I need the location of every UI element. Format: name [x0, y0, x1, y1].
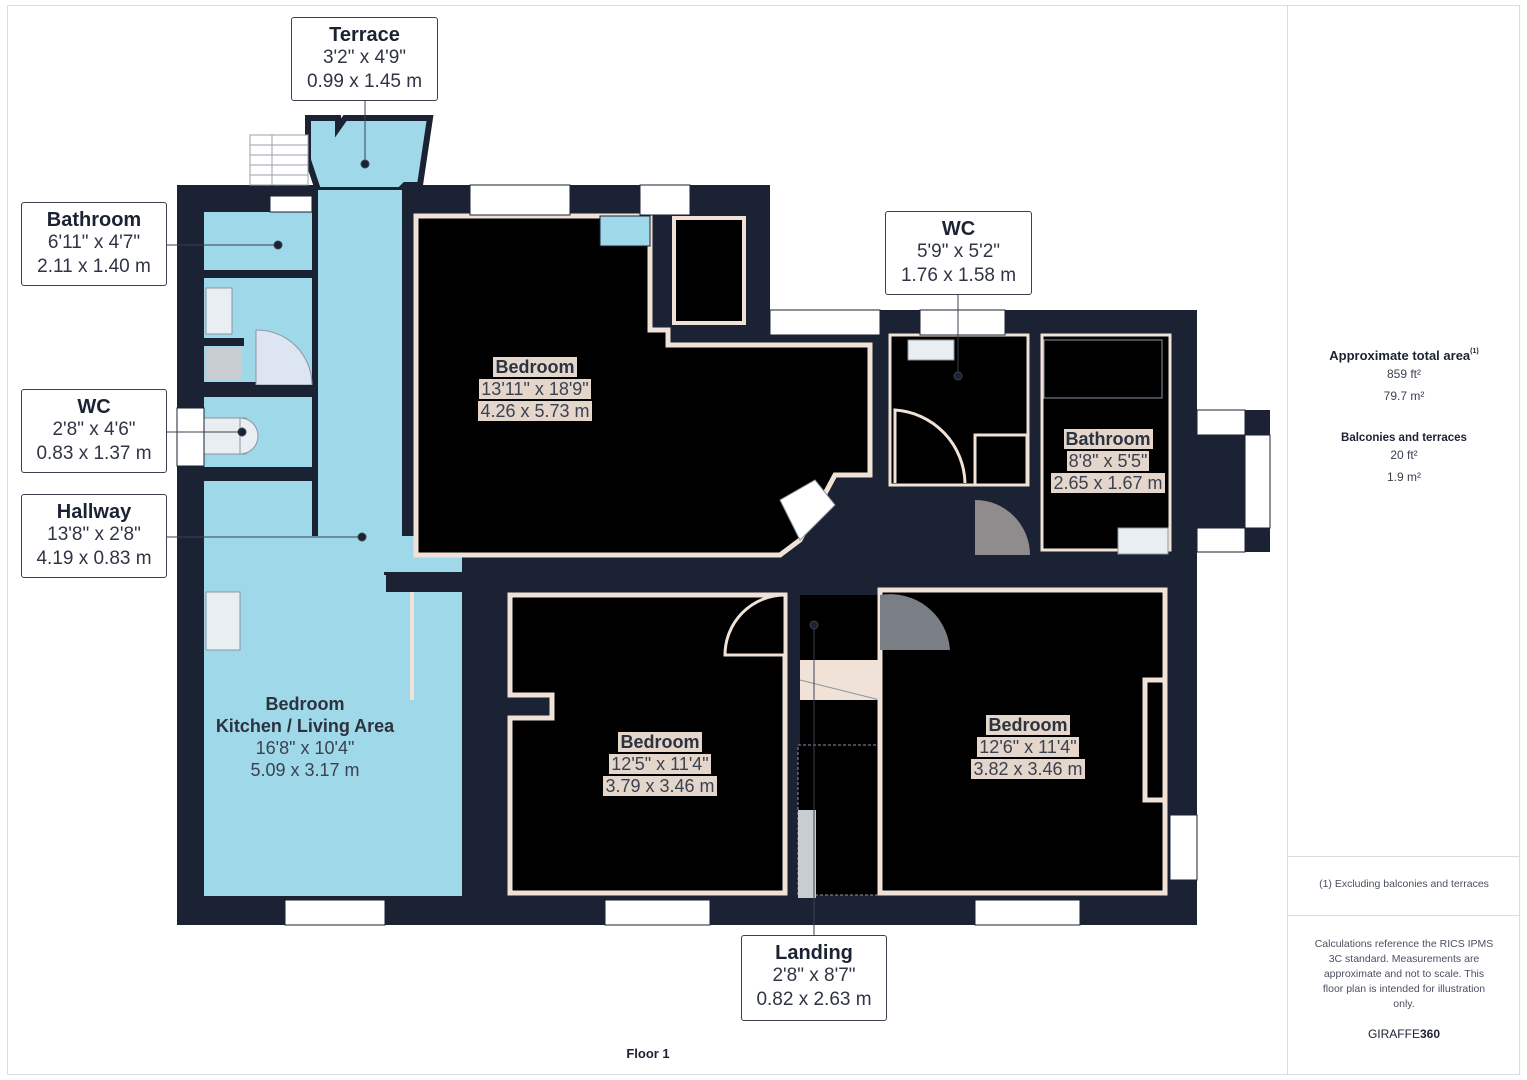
room-kitchen-name1: Bedroom	[265, 694, 345, 714]
callout-wc-left-name: WC	[77, 396, 111, 418]
brand-logo-part-b: 360	[1419, 1027, 1441, 1041]
room-bathroom-right-imperial: 8'8" x 5'5"	[1066, 451, 1150, 471]
room-bedroom-top-name: Bedroom	[493, 357, 577, 377]
room-label-bedroom-top: Bedroom 13'11" x 18'9" 4.26 x 5.73 m	[460, 356, 610, 422]
room-label-bathroom-right: Bathroom 8'8" x 5'5" 2.65 x 1.67 m	[1033, 428, 1183, 494]
room-label-bedroom-right: Bedroom 12'6" x 11'4" 3.82 x 3.46 m	[953, 714, 1103, 780]
callout-wc-left-metric: 0.83 x 1.37 m	[36, 443, 152, 464]
bedroom-top-area	[413, 213, 873, 558]
callout-terrace: Terrace 3'2" x 4'9" 0.99 x 1.45 m	[291, 17, 438, 101]
summary-balconies: Balconies and terraces 20 ft² 1.9 m²	[1288, 432, 1520, 488]
callout-wc-right-name: WC	[941, 218, 976, 240]
floor-label: Floor 1	[626, 1046, 670, 1061]
room-bedroom-right-imperial: 12'6" x 11'4"	[977, 737, 1079, 757]
room-bathroom-right-metric: 2.65 x 1.67 m	[1051, 473, 1165, 493]
external-stairs	[249, 134, 309, 186]
disclaimer: Calculations reference the RICS IPMS 3C …	[1314, 938, 1494, 1010]
terrace-area	[305, 115, 434, 193]
brand-logo: GIRAFFE360	[1288, 1027, 1520, 1041]
brand-logo-part-a: GIRAFFE	[1367, 1027, 1420, 1041]
total-area-note-mark: (1)	[1470, 348, 1479, 355]
summary-total: Approximate total area(1) 859 ft² 79.7 m…	[1288, 348, 1520, 407]
leader-lines	[167, 101, 963, 935]
callout-wc-left-imperial: 2'8" x 4'6"	[52, 419, 136, 440]
plan-frame	[7, 5, 1520, 1075]
room-bedroom-middle-imperial: 12'5" x 11'4"	[609, 754, 711, 774]
room-label-kitchen: Bedroom Kitchen / Living Area 16'8" x 10…	[200, 693, 410, 781]
total-area-ft: 859 ft²	[1386, 367, 1422, 381]
callout-hallway-metric: 4.19 x 0.83 m	[36, 548, 152, 569]
room-bedroom-right-name: Bedroom	[986, 715, 1070, 735]
callout-landing-metric: 0.82 x 2.63 m	[756, 989, 872, 1010]
room-bedroom-top-imperial: 13'11" x 18'9"	[479, 379, 591, 399]
footnote: (1) Excluding balconies and terraces	[1319, 878, 1489, 890]
room-bedroom-middle-metric: 3.79 x 3.46 m	[603, 776, 717, 796]
callout-bathroom-left-imperial: 6'11" x 4'7"	[47, 232, 141, 253]
room-bedroom-top-metric: 4.26 x 5.73 m	[478, 401, 592, 421]
sidebar-divider	[1287, 5, 1288, 1075]
callout-bathroom-left-metric: 2.11 x 1.40 m	[37, 256, 151, 277]
total-area-label: Approximate total area	[1329, 348, 1471, 363]
callout-hallway-imperial: 13'8" x 2'8"	[47, 524, 141, 545]
room-label-bedroom-middle: Bedroom 12'5" x 11'4" 3.79 x 3.46 m	[585, 731, 735, 797]
callout-landing: Landing 2'8" x 8'7" 0.82 x 2.63 m	[741, 935, 887, 1021]
room-kitchen-metric: 5.09 x 3.17 m	[250, 760, 360, 780]
callout-bathroom-left-name: Bathroom	[46, 209, 142, 231]
balconies-ft: 20 ft²	[1390, 448, 1418, 462]
callout-landing-imperial: 2'8" x 8'7"	[772, 965, 856, 986]
balconies-label: Balconies and terraces	[1341, 432, 1467, 444]
room-bedroom-right-metric: 3.82 x 3.46 m	[971, 759, 1085, 779]
room-bathroom-right-name: Bathroom	[1063, 429, 1153, 449]
sidebar-separator-1	[1288, 856, 1520, 857]
callout-wc-left: WC 2'8" x 4'6" 0.83 x 1.37 m	[21, 389, 167, 473]
callout-wc-right-imperial: 5'9" x 5'2"	[916, 241, 1001, 262]
callout-hallway: Hallway 13'8" x 2'8" 4.19 x 0.83 m	[21, 494, 167, 578]
room-kitchen-name2: Kitchen / Living Area	[215, 716, 395, 736]
callout-terrace-name: Terrace	[329, 24, 400, 46]
callout-bathroom-left: Bathroom 6'11" x 4'7" 2.11 x 1.40 m	[21, 202, 167, 286]
callout-wc-right-metric: 1.76 x 1.58 m	[900, 265, 1017, 286]
sidebar-separator-2	[1288, 915, 1520, 916]
hallway-area	[318, 190, 402, 590]
total-area-m: 79.7 m²	[1383, 389, 1425, 403]
callout-hallway-name: Hallway	[56, 501, 132, 523]
callout-terrace-imperial: 3'2" x 4'9"	[322, 47, 407, 68]
callout-wc-right: WC 5'9" x 5'2" 1.76 x 1.58 m	[885, 211, 1032, 295]
room-kitchen-imperial: 16'8" x 10'4"	[255, 738, 355, 758]
balconies-m: 1.9 m²	[1386, 470, 1421, 484]
room-bedroom-middle-name: Bedroom	[618, 732, 702, 752]
callout-landing-name: Landing	[775, 942, 853, 964]
callout-terrace-metric: 0.99 x 1.45 m	[306, 71, 423, 92]
